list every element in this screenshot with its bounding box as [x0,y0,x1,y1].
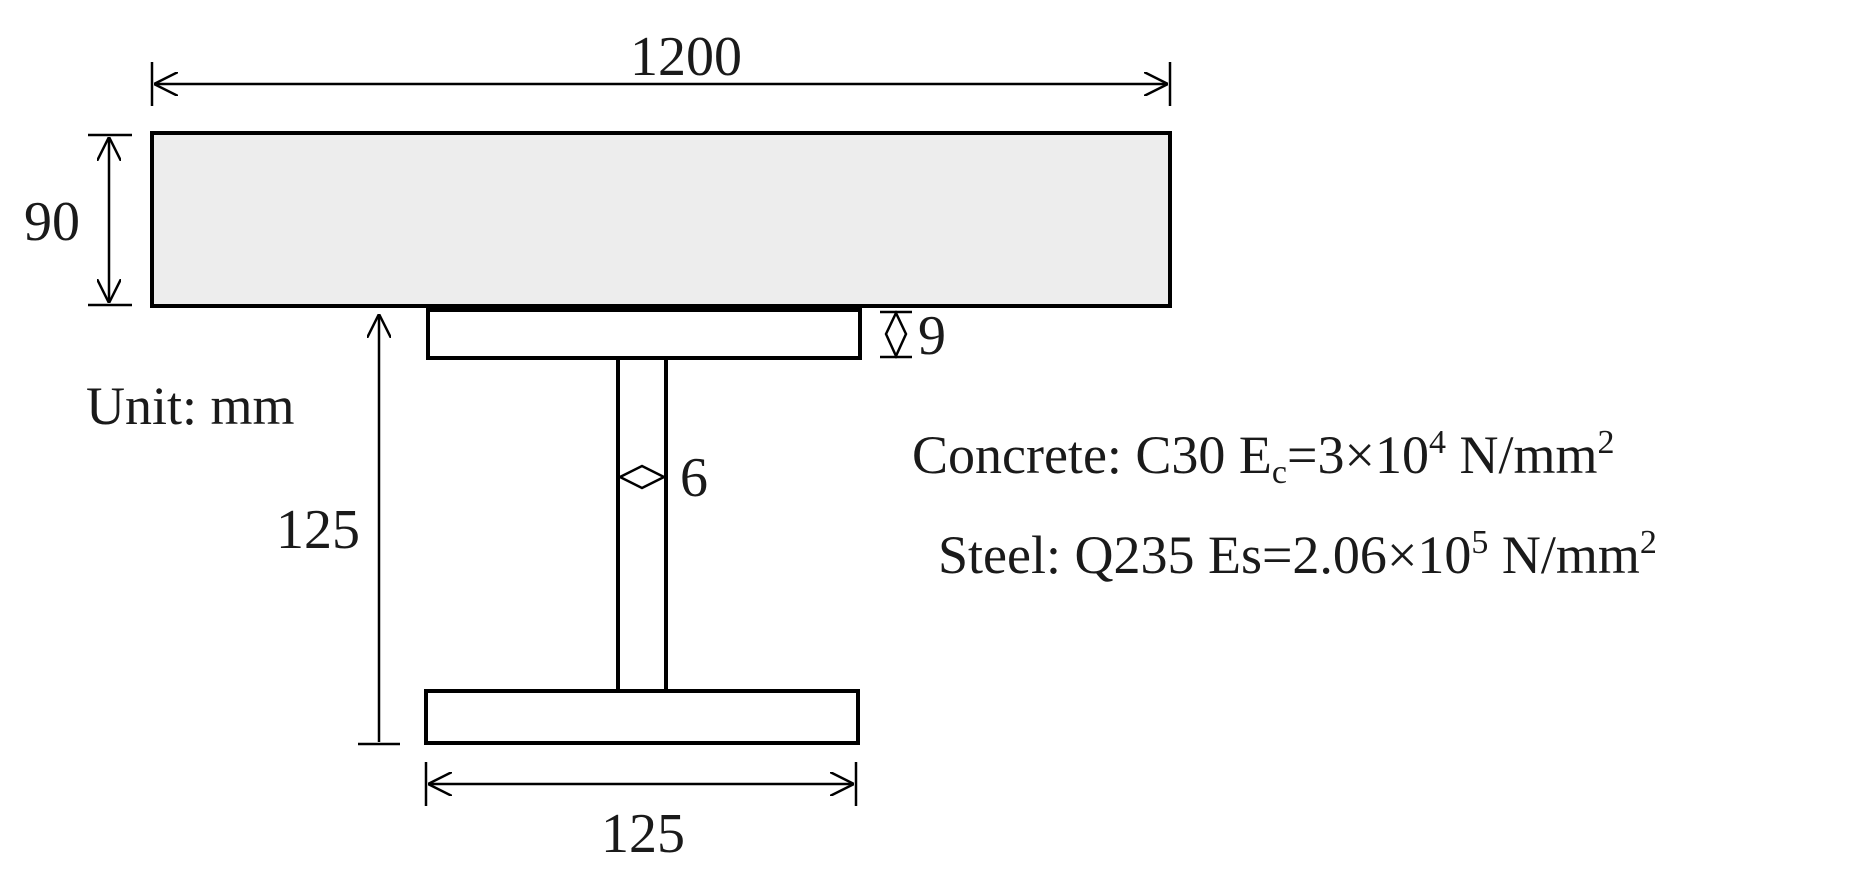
dim-slab-width: 1200 [150,26,1172,106]
dim-steel-height: 125 [276,314,400,746]
bottom-flange [424,689,860,745]
steel-spec: Steel: Q235 Es=2.06×105 N/mm2 [938,524,1657,585]
concrete-spec: Concrete: C30 Ec=3×104 N/mm2 [912,424,1614,491]
dim-slab-thickness: 90 [24,133,132,307]
dim-slab-thickness-label: 90 [24,191,80,253]
concrete-slab [150,131,1172,308]
top-flange [426,308,862,360]
dim-steel-height-label: 125 [276,499,360,561]
dim-flange-thickness-label: 9 [918,305,946,367]
unit-label: Unit: mm [86,376,295,436]
dim-flange-thickness: 9 [880,305,946,367]
dim-web-thickness: 6 [617,447,708,509]
dim-bottom-flange-width-label: 125 [601,803,685,865]
web [616,356,668,693]
dim-bottom-flange-width: 125 [424,762,858,865]
dim-web-thickness-label: 6 [680,447,708,509]
dim-slab-width-label: 1200 [630,26,742,88]
